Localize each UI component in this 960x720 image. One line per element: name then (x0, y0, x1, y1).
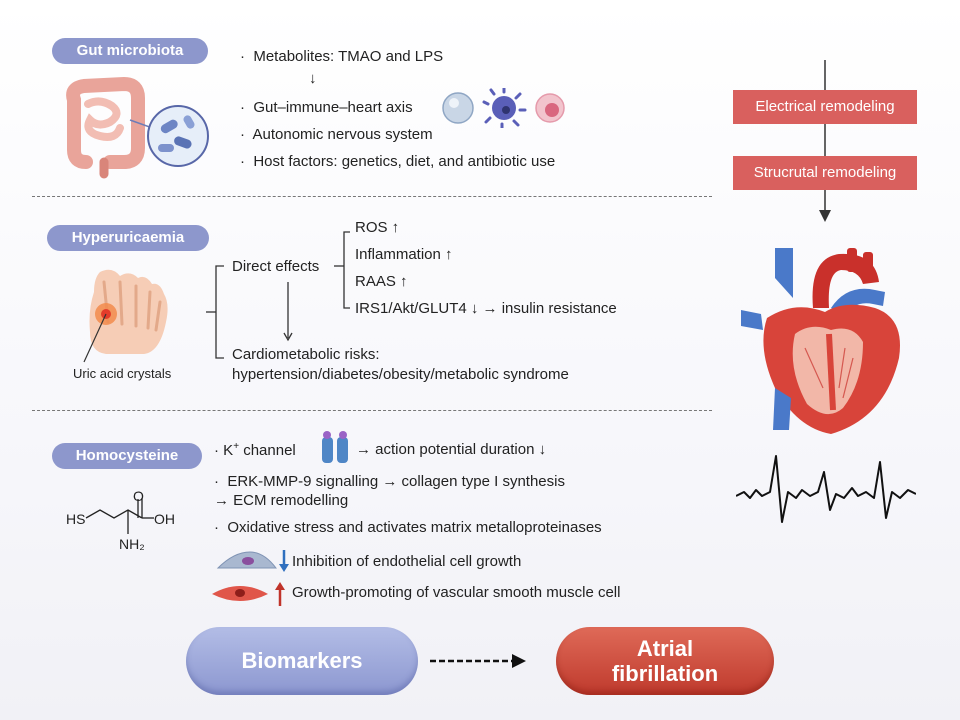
large-intestine (66, 76, 145, 169)
foot-illustration (83, 269, 168, 363)
gut-item-4: · Host factors: genetics, diet, and anti… (240, 153, 556, 170)
cardiometabolic-risks-line2: hypertension/diabetes/obesity/metabolic … (232, 366, 569, 383)
gut-item-3: · Autonomic nervous system (240, 126, 433, 143)
separator-1 (32, 196, 712, 197)
gut-microbiota-label: Gut microbiota (52, 38, 208, 64)
erk-line2: → ECM remodelling (214, 492, 349, 509)
homocysteine-label: Homocysteine (52, 443, 202, 469)
endothelial-inhibition-text: Inhibition of endothelial cell growth (292, 553, 522, 570)
macrophage-cell (442, 92, 474, 124)
effect-inflammation: Inflammation ↑ (355, 246, 453, 263)
bacterium-1 (160, 119, 178, 134)
gut-item-2: · Gut–immune–heart axis (240, 99, 413, 116)
heart-illustration (741, 248, 900, 434)
foot-outline (89, 269, 168, 354)
af-line1: Atrial (636, 636, 694, 661)
effect-raas: RAAS ↑ (355, 273, 408, 290)
large-intestine-left (67, 93, 93, 169)
dashed-arrow (430, 654, 526, 668)
cardiometabolic-risks-line1: Cardiometabolic risks: (232, 346, 380, 363)
k-channel-effect: → action potential duration ↓ (356, 441, 547, 458)
biomarkers-pill: Biomarkers (186, 627, 418, 695)
gut-item-1: · Metabolites: TMAO and LPS (240, 48, 444, 65)
endothelial-cell-icon (216, 550, 289, 572)
molecule-hs: HS (66, 511, 86, 527)
separator-2 (32, 410, 712, 411)
bacterium-4 (183, 115, 195, 129)
bacterium-2 (174, 136, 192, 149)
effect-ros: ROS ↑ (355, 219, 400, 236)
direct-effects-label: Direct effects (232, 258, 320, 275)
erk-line1: · ERK-MMP-9 signalling → collagen type I… (214, 473, 565, 490)
homocysteine-molecule (85, 498, 154, 534)
electrical-remodeling-box: Electrical remodeling (733, 90, 917, 124)
ecg-trace (736, 455, 916, 523)
gut-arrow: ↓ (309, 70, 317, 87)
inferior-vena-cava (773, 388, 791, 430)
crystals-pointer (83, 313, 107, 363)
smooth-muscle-cell-icon (212, 582, 285, 606)
small-intestine (84, 97, 124, 141)
ion-channel-icon (322, 431, 348, 463)
immune-cells-illustration (442, 88, 565, 128)
molecule-oh: OH (154, 511, 175, 527)
hyperuricaemia-label: Hyperuricaemia (47, 225, 209, 251)
molecule-o: O (133, 488, 144, 504)
oxidative-stress-text: · Oxidative stress and activates matrix … (214, 519, 602, 536)
left-atrium-vein (741, 310, 763, 330)
hyperuricaemia-brackets (206, 231, 350, 359)
vsmc-growth-text: Growth-promoting of vascular smooth musc… (292, 584, 621, 601)
intestine-illustration (66, 76, 209, 179)
aorta (812, 253, 879, 308)
remodeling-arrow (819, 60, 831, 222)
effect-insulin-resistance: IRS1/Akt/GLUT4 ↓ → insulin resistance (355, 300, 617, 317)
bacterium-3 (158, 144, 174, 152)
uric-acid-crystals-caption: Uric acid crystals (73, 366, 172, 381)
structural-remodeling-box: Strucrutal remodeling (733, 156, 917, 190)
atrial-fibrillation-pill: Atrial fibrillation (556, 627, 774, 695)
bacteria-magnifier (147, 105, 209, 167)
biomarkers-text: Biomarkers (241, 648, 363, 673)
af-line2: fibrillation (611, 661, 719, 686)
superior-vena-cava (775, 248, 793, 298)
k-channel-text: · K+ channel (214, 441, 296, 459)
molecule-nh2: NH₂ (119, 536, 145, 552)
